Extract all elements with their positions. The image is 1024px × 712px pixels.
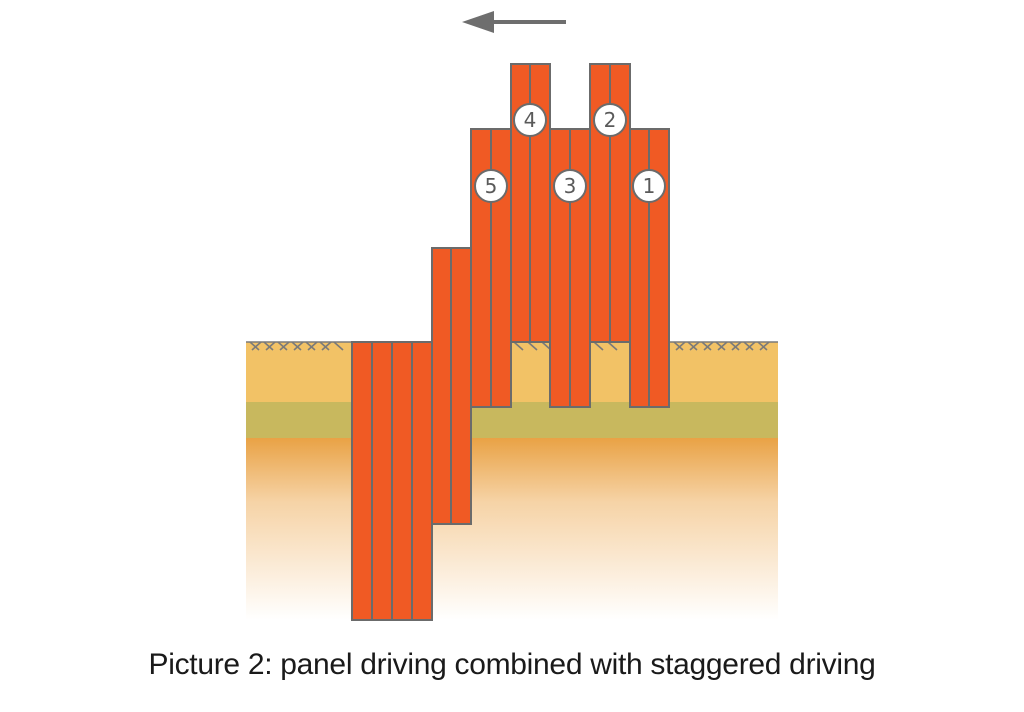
sequence-markers: 1 2 3 4 5 — [474, 103, 666, 203]
sequence-marker-4: 4 — [513, 103, 547, 137]
sequence-marker-3: 3 — [553, 169, 587, 203]
sequence-marker-5: 5 — [474, 169, 508, 203]
sequence-label-1: 1 — [643, 174, 656, 198]
soil-deep-layer — [246, 438, 778, 620]
sequence-marker-2: 2 — [593, 103, 627, 137]
panel-driving-diagram: 1 2 3 4 5 — [246, 11, 778, 621]
sequence-label-5: 5 — [485, 174, 498, 198]
sequence-label-3: 3 — [564, 174, 577, 198]
sequence-marker-1: 1 — [632, 169, 666, 203]
arrow-left-icon — [462, 11, 566, 33]
sequence-label-2: 2 — [604, 108, 617, 132]
figure-caption: Picture 2: panel driving combined with s… — [148, 648, 876, 681]
ground-surface-hatch — [246, 341, 778, 351]
sequence-label-4: 4 — [524, 108, 537, 132]
